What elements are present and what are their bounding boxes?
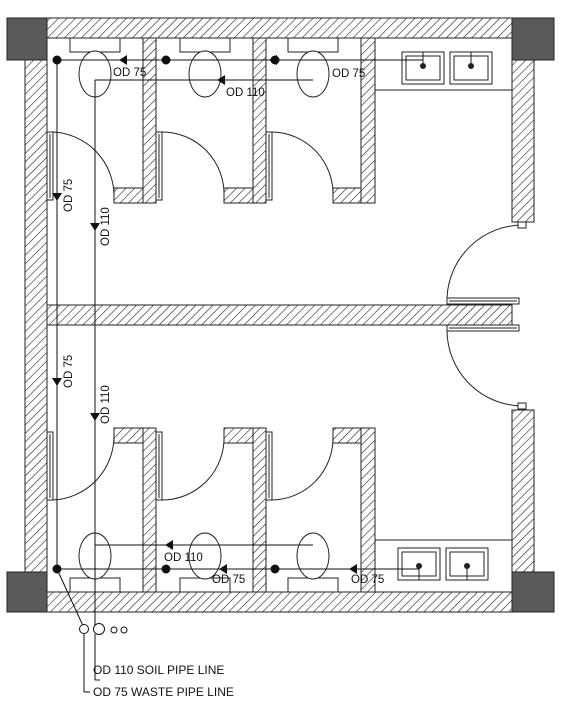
partition-upper-3 xyxy=(360,37,376,204)
vanity-counter-lower xyxy=(374,539,513,593)
stub-lower-1 xyxy=(113,427,144,444)
soil-outlet-icon xyxy=(93,623,105,635)
stub-upper-3 xyxy=(332,187,362,204)
drains xyxy=(52,55,280,574)
column-icon xyxy=(6,17,48,61)
stub-upper-1 xyxy=(113,187,144,204)
pipe-label: OD 75 xyxy=(212,574,245,586)
wc-icon xyxy=(69,37,121,98)
pipe-label: OD 110 xyxy=(100,207,112,246)
middle-wall xyxy=(46,304,513,326)
partition-upper-1 xyxy=(142,37,157,204)
floor-drain-icon xyxy=(52,55,62,65)
outlets xyxy=(79,623,128,635)
right-wall-upper xyxy=(511,59,535,223)
pipe-label: OD 75 xyxy=(332,68,365,80)
stub-lower-2 xyxy=(223,427,254,444)
door-upper-1 xyxy=(46,131,115,201)
floor-drain-icon xyxy=(161,564,171,574)
door-lower-1 xyxy=(46,431,115,501)
top-wall xyxy=(44,17,516,39)
stub-upper-2 xyxy=(223,187,254,204)
legend: OD 110 SOIL PIPE LINE OD 75 WASTE PIPE L… xyxy=(93,663,234,699)
pipe-labels: OD 75 OD 110 OD 75 OD 75 OD 110 OD 75 OD… xyxy=(63,67,384,586)
right-wall-lower xyxy=(511,409,535,573)
column-icon xyxy=(511,17,555,61)
pipe-label: OD 110 xyxy=(100,385,112,424)
pipe-label: OD 75 xyxy=(351,574,384,586)
floor-drain-icon xyxy=(52,564,62,574)
stub-lower-3 xyxy=(332,427,362,444)
door-upper-3 xyxy=(265,131,334,201)
pipe-label: OD 75 xyxy=(63,355,75,388)
floor-drain-icon xyxy=(161,55,171,65)
door-upper-2 xyxy=(155,131,225,201)
column-icon xyxy=(6,571,48,613)
door-lower-3 xyxy=(265,431,334,501)
doors xyxy=(46,131,527,501)
walls xyxy=(24,17,535,613)
legend-soil-pipe: OD 110 SOIL PIPE LINE xyxy=(93,663,224,677)
entrance-door xyxy=(446,221,527,410)
legend-waste-pipe: OD 75 WASTE PIPE LINE xyxy=(93,685,234,699)
left-wall xyxy=(24,59,48,573)
wash-basin-icon xyxy=(449,51,493,85)
wc-icon xyxy=(287,532,339,593)
floor-drain-icon xyxy=(270,564,280,574)
vanity-counter-upper xyxy=(374,37,513,91)
pipe-label: OD 75 xyxy=(63,179,75,212)
wc-icon xyxy=(287,37,339,98)
partition-lower-2 xyxy=(252,427,267,593)
pipe-lines xyxy=(52,55,423,693)
partition-lower-1 xyxy=(142,427,157,593)
partition-upper-2 xyxy=(252,37,267,204)
wash-basin-icon xyxy=(445,547,489,581)
columns xyxy=(6,17,555,613)
floor-drain-icon xyxy=(270,55,280,65)
wash-basin-icon xyxy=(397,547,441,581)
bottom-wall xyxy=(44,591,516,613)
column-icon xyxy=(511,571,555,613)
door-lower-2 xyxy=(155,431,225,501)
waste-outlet-icon xyxy=(79,624,89,634)
outlet-icon xyxy=(120,626,128,634)
outlet-icon xyxy=(110,626,118,634)
pipe-label: OD 110 xyxy=(226,87,265,99)
wash-basin-icon xyxy=(401,51,445,85)
wc-icon xyxy=(179,37,231,98)
pipe-label: OD 110 xyxy=(164,552,203,564)
pipe-label: OD 75 xyxy=(113,67,146,79)
partition-lower-3 xyxy=(360,427,376,593)
